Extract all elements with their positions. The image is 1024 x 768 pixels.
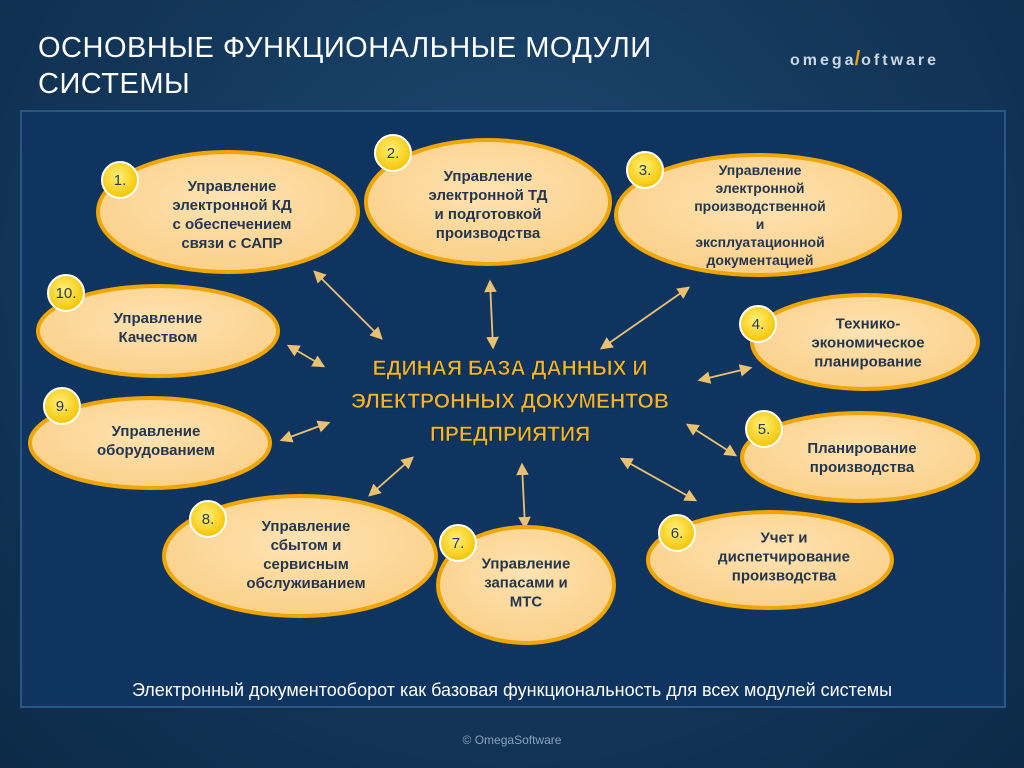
module-label-line: Управление (262, 518, 351, 535)
module-label-line: планирование (814, 353, 922, 370)
module-label-line: с обеспечением (172, 216, 291, 233)
module-label-line: Управление (444, 168, 533, 185)
module-number: 7. (452, 535, 465, 552)
caption: Электронный документооборот как базовая … (131, 680, 893, 700)
module-ellipse (436, 525, 616, 645)
logo-slash: / (854, 48, 864, 70)
module-label-line: производства (436, 225, 541, 242)
module-label-line: экономическое (811, 334, 924, 351)
connector-arrow-2 (484, 279, 499, 350)
connector-arrow-5 (685, 423, 738, 457)
module-label-line: сбытом и (271, 537, 342, 554)
module-ellipse (364, 138, 612, 266)
module-label-line: электронной (716, 180, 805, 196)
page-title: ОСНОВНЫЕ ФУНКЦИОНАЛЬНЫЕ МОДУЛИ СИСТЕМЫ (38, 30, 738, 102)
module-label-line: Управление (188, 178, 277, 195)
logo-part-2: oftware (861, 52, 940, 69)
module-number-badge (374, 134, 412, 172)
modules-layer: Управление электронной КД с обеспечением св… (28, 134, 980, 645)
module-number: 2. (387, 145, 400, 162)
module-label-line: документацией (707, 252, 814, 268)
module-3: Управление электронной производственной и эк… (614, 151, 902, 277)
module-label-line: Управление (114, 310, 203, 327)
connector-arrow-3 (599, 286, 691, 350)
module-ellipse (162, 494, 438, 618)
central-database: ЕДИНАЯ БАЗА ДАННЫХ И ЭЛЕКТРОННЫХ ДОКУМЕНТ… (351, 357, 670, 447)
module-number: 10. (56, 285, 77, 302)
omegasoftware-logo: omega/oftware (790, 48, 939, 71)
central-title-line: ЕДИНАЯ БАЗА ДАННЫХ И (373, 357, 648, 380)
module-label-line: производства (732, 567, 837, 584)
module-6: Учет и диспетчирование производства 6. (646, 510, 894, 610)
module-label-line: Учет и (761, 529, 808, 546)
module-ellipse (614, 153, 902, 277)
module-4: Технико-экономическое планирование 4. (739, 293, 980, 391)
module-label-line: Планирование (807, 440, 916, 457)
module-1: Управление электронной КД с обеспечением св… (96, 150, 360, 274)
connector-arrow-10 (286, 344, 326, 368)
module-number: 8. (202, 511, 215, 528)
module-number-badge (101, 161, 139, 199)
central-title-line: ПРЕДПРИЯТИЯ (430, 423, 590, 446)
module-9: Управление оборудованием 9. (28, 387, 272, 490)
connector-arrow-9 (279, 420, 331, 443)
module-label-line: связи с САПР (181, 235, 282, 252)
module-ellipse (646, 510, 894, 610)
module-label-line: электронной КД (172, 197, 292, 214)
module-2: Управление электронной ТД и подготовкой про… (364, 134, 612, 266)
module-label-line: Технико- (836, 315, 901, 332)
module-8: Управление сбытом и сервисным обслуживанием… (162, 494, 438, 618)
module-label-line: и подготовкой (435, 206, 542, 223)
module-label-line: эксплуатационной (695, 234, 824, 250)
module-label-line: производства (810, 459, 915, 476)
module-label-line: и (756, 216, 765, 232)
module-label-line: МТС (510, 593, 543, 610)
module-number: 1. (114, 172, 127, 189)
page-title-line-1: ОСНОВНЫЕ ФУНКЦИОНАЛЬНЫЕ МОДУЛИ (38, 32, 652, 64)
module-5: Планирование производства 5. (740, 410, 980, 503)
module-number: 3. (639, 162, 652, 179)
module-label-line: Управление (112, 423, 201, 440)
logo-part-1: omega (790, 52, 857, 69)
connector-arrow-4 (697, 364, 753, 384)
module-label-line: Управление (482, 555, 571, 572)
module-number-badge (745, 410, 783, 448)
module-number: 9. (56, 398, 69, 415)
module-label-line: Качеством (119, 329, 198, 346)
module-label-line: Управление (719, 162, 802, 178)
module-label-line: производственной (694, 198, 826, 214)
page-title-line-2: СИСТЕМЫ (38, 68, 191, 100)
module-7: Управление запасами и МТС 7. (436, 524, 616, 645)
module-ellipse (28, 396, 272, 490)
module-number-badge (189, 500, 227, 538)
module-number: 4. (752, 316, 765, 333)
module-label-line: электронной ТД (429, 187, 548, 204)
module-ellipse (36, 284, 280, 378)
module-label-line: сервисным (263, 556, 349, 573)
module-label-line: диспетчирование (718, 548, 850, 565)
module-number-badge (47, 274, 85, 312)
module-ellipse (96, 150, 360, 274)
module-number: 5. (758, 421, 771, 438)
module-number-badge (739, 305, 777, 343)
connector-arrow-7 (516, 462, 531, 530)
module-number-badge (626, 151, 664, 189)
connector-arrow-1 (313, 270, 383, 340)
module-number-badge (439, 524, 477, 562)
module-label-line: обслуживанием (246, 575, 365, 592)
module-number: 6. (671, 525, 684, 542)
module-label-line: оборудованием (97, 442, 215, 459)
central-title-line: ЭЛЕКТРОННЫХ ДОКУМЕНТОВ (351, 390, 669, 413)
module-number-badge (658, 514, 696, 552)
connector-arrow-8 (368, 456, 414, 497)
module-ellipse (740, 411, 980, 503)
connector-arrow-6 (619, 457, 698, 502)
arrows-layer (279, 270, 753, 530)
module-label-line: запасами и (484, 574, 568, 591)
copyright: © OmegaSoftware (462, 733, 562, 747)
module-number-badge (43, 387, 81, 425)
